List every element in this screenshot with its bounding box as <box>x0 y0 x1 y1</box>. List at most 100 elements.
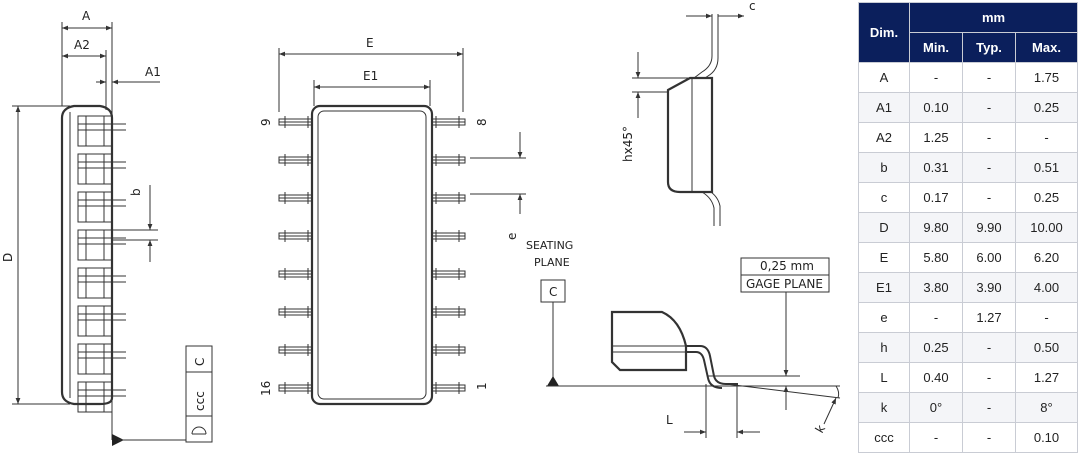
side-lead <box>77 267 126 299</box>
top-lead <box>278 382 315 394</box>
table-cell-max: 1.75 <box>1015 62 1078 93</box>
table-cell-dim: ccc <box>858 422 910 453</box>
dim-label-b: b <box>129 188 143 196</box>
pin-number-8: 8 <box>475 118 489 126</box>
table-cell-min: 9.80 <box>909 212 963 243</box>
table-cell-min: 3.80 <box>909 272 963 303</box>
top-lead <box>278 344 315 356</box>
package-outline-drawing: A A2 A1 D b C ccc <box>1 0 841 446</box>
table-cell-dim: E1 <box>858 272 910 303</box>
table-cell-max: - <box>1015 122 1078 153</box>
seating-view: SEATING PLANE C 0,25 mm GAGE PLANE k <box>526 239 841 438</box>
top-view: E E1 e 9 8 16 1 <box>259 36 526 406</box>
dim-label-E1: E1 <box>363 69 378 83</box>
seating-plane-label-line2: PLANE <box>534 256 570 269</box>
table-cell-typ: 9.90 <box>962 212 1016 243</box>
gage-plane-label: GAGE PLANE <box>746 277 823 291</box>
table-row: ccc--0.10 <box>858 422 1078 453</box>
top-view-body <box>310 104 434 406</box>
pin-number-1: 1 <box>475 382 489 390</box>
table-cell-typ: 1.27 <box>962 302 1016 333</box>
table-cell-min: 0.17 <box>909 182 963 213</box>
top-lead <box>429 268 466 280</box>
top-lead <box>429 230 466 242</box>
table-cell-typ: - <box>962 362 1016 393</box>
table-cell-typ: - <box>962 422 1016 453</box>
table-cell-dim: c <box>858 182 910 213</box>
header-typ: Typ. <box>962 32 1016 63</box>
top-lead <box>278 268 315 280</box>
top-lead <box>429 306 466 318</box>
dim-label-A2: A2 <box>74 38 90 52</box>
table-cell-typ: - <box>962 62 1016 93</box>
table-cell-min: - <box>909 302 963 333</box>
dim-label-E: E <box>366 36 374 50</box>
table-cell-dim: D <box>858 212 910 243</box>
table-cell-min: 0.10 <box>909 92 963 123</box>
top-lead <box>278 192 315 204</box>
table-cell-typ: - <box>962 182 1016 213</box>
table-cell-min: 0° <box>909 392 963 423</box>
seating-datum-C: C <box>549 285 557 299</box>
side-lead <box>77 343 126 375</box>
table-cell-min: - <box>909 62 963 93</box>
seating-view-body <box>610 310 688 372</box>
dim-label-A1: A1 <box>145 65 161 79</box>
header-dim: Dim. <box>858 2 910 63</box>
table-cell-dim: b <box>858 152 910 183</box>
dim-label-L: L <box>666 413 673 427</box>
table-cell-min: 1.25 <box>909 122 963 153</box>
dim-label-h: hx45° <box>621 126 635 162</box>
table-row: e-1.27- <box>858 302 1078 333</box>
side-view-leads <box>77 115 126 413</box>
table-cell-max: 0.51 <box>1015 152 1078 183</box>
top-lead <box>429 344 466 356</box>
table-cell-min: - <box>909 422 963 453</box>
dim-label-c: c <box>749 0 756 13</box>
table-cell-max: 10.00 <box>1015 212 1078 243</box>
table-cell-dim: A <box>858 62 910 93</box>
table-cell-min: 0.25 <box>909 332 963 363</box>
tolerance-datum-C: C <box>193 358 207 366</box>
table-cell-dim: A1 <box>858 92 910 123</box>
top-lead <box>278 116 315 128</box>
pin-number-9: 9 <box>259 118 273 126</box>
table-cell-min: 5.80 <box>909 242 963 273</box>
table-cell-dim: h <box>858 332 910 363</box>
table-cell-max: 8° <box>1015 392 1078 423</box>
tolerance-ccc: ccc <box>193 391 207 411</box>
header-max: Max. <box>1015 32 1078 63</box>
table-cell-max: 0.10 <box>1015 422 1078 453</box>
table-cell-min: 0.40 <box>909 362 963 393</box>
top-lead <box>278 306 315 318</box>
top-lead <box>429 192 466 204</box>
table-cell-typ: 6.00 <box>962 242 1016 273</box>
tolerance-frame: C ccc <box>185 345 213 443</box>
table-cell-max: 6.20 <box>1015 242 1078 273</box>
table-cell-typ: - <box>962 92 1016 123</box>
top-lead <box>429 382 466 394</box>
dim-label-A: A <box>82 9 91 23</box>
side-lead <box>77 153 126 185</box>
header-unit: mm <box>909 2 1078 33</box>
top-lead <box>278 154 315 166</box>
table-cell-dim: L <box>858 362 910 393</box>
seating-datum-triangle-icon <box>547 376 559 386</box>
table-cell-max: 1.27 <box>1015 362 1078 393</box>
table-cell-dim: e <box>858 302 910 333</box>
table-cell-dim: A2 <box>858 122 910 153</box>
seating-plane-label-line1: SEATING <box>526 239 573 252</box>
flatness-symbol-icon <box>191 426 207 435</box>
dim-label-e: e <box>505 233 519 240</box>
